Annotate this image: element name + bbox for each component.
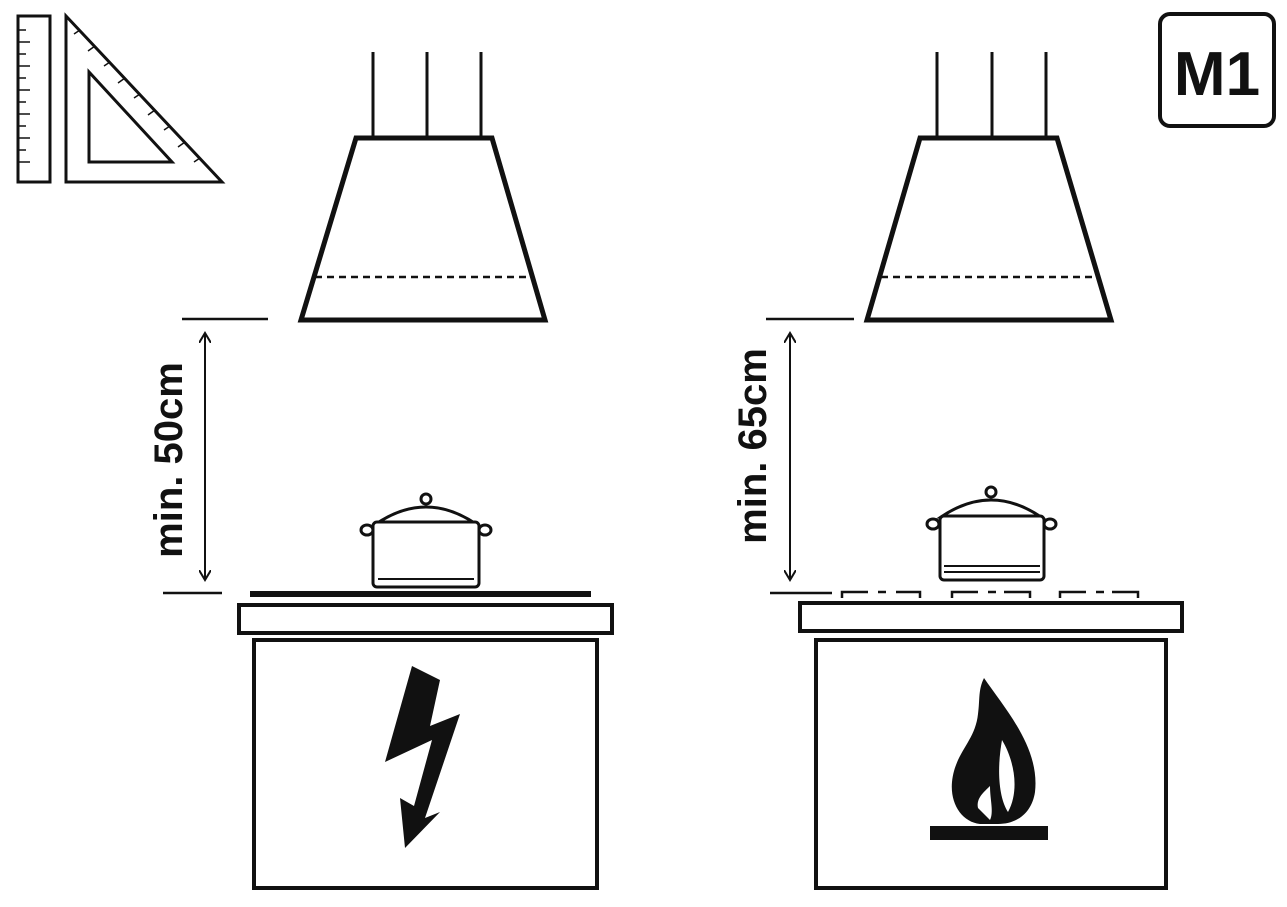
gas-burner-grates xyxy=(840,590,1140,598)
model-badge-label: M1 xyxy=(1174,40,1260,109)
cabinet xyxy=(814,638,1168,890)
chimney-pipes xyxy=(371,52,483,136)
burner-base xyxy=(930,826,1048,840)
cooking-pot xyxy=(359,492,493,589)
cooker-hood xyxy=(297,135,549,323)
panel-gas: min. 65cm xyxy=(731,52,1184,890)
cooking-pot xyxy=(925,485,1058,582)
worktop xyxy=(237,603,614,635)
clearance-label: min. 50cm xyxy=(147,362,191,558)
measuring-tools-icon xyxy=(16,12,226,184)
ruler-icon xyxy=(16,14,52,184)
chimney-pipes xyxy=(935,52,1048,136)
panel-electric: min. 50cm xyxy=(147,52,614,890)
set-square-icon xyxy=(64,12,226,184)
cooker-hood xyxy=(863,135,1115,323)
ceramic-hob-plate xyxy=(250,591,591,597)
lightning-bolt-icon xyxy=(385,666,460,848)
worktop xyxy=(798,601,1184,633)
clearance-label: min. 65cm xyxy=(731,348,775,544)
flame-icon xyxy=(930,678,1048,840)
model-badge: M1 xyxy=(1158,12,1276,128)
